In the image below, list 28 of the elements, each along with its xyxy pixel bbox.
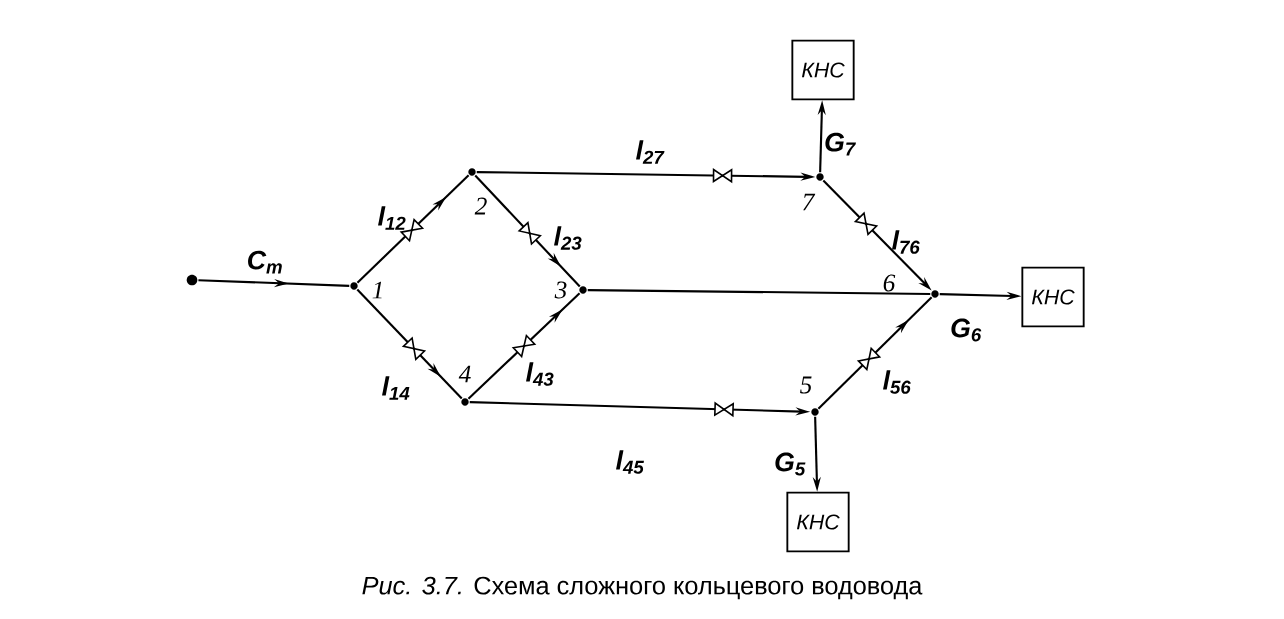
edge-label: G$_{6}$ xyxy=(951,318,982,342)
edge-label: l$_{43}$ xyxy=(526,362,554,386)
pipe-arrow xyxy=(356,288,463,400)
node-number: 3 xyxy=(554,281,567,299)
node-number: 5 xyxy=(800,376,812,394)
edge-label: l$_{12}$ xyxy=(378,206,406,230)
edge-label: l$_{23}$ xyxy=(554,226,582,250)
edge-label: l$_{56}$ xyxy=(883,370,911,394)
node-number: 4 xyxy=(458,365,471,383)
caption: Рис. 3.7. Схема сложного кольцевого водовода xyxy=(362,576,923,600)
pipe-arrow xyxy=(467,292,581,400)
pipe-arrow xyxy=(817,296,933,410)
edge-label: C$_{т}$ xyxy=(248,250,282,274)
pipe-arrow xyxy=(474,174,581,288)
edge-label: G$_{7}$ xyxy=(825,132,856,156)
edge-label: l$_{45}$ xyxy=(616,450,644,474)
node-number: 2 xyxy=(474,197,487,215)
edge-label: l$_{14}$ xyxy=(382,376,410,400)
station-box: КНС xyxy=(791,39,855,101)
node-number: 1 xyxy=(372,281,382,299)
node-number: 7 xyxy=(803,193,816,211)
station-box: КНС xyxy=(1021,266,1085,328)
edge-label: l$_{27}$ xyxy=(636,140,665,164)
edge-label: G$_{5}$ xyxy=(775,452,806,476)
edge-label: l$_{76}$ xyxy=(892,230,920,254)
pipe-arrow xyxy=(356,174,470,284)
station-box: КНС xyxy=(786,491,850,553)
node-number: 6 xyxy=(883,274,896,292)
